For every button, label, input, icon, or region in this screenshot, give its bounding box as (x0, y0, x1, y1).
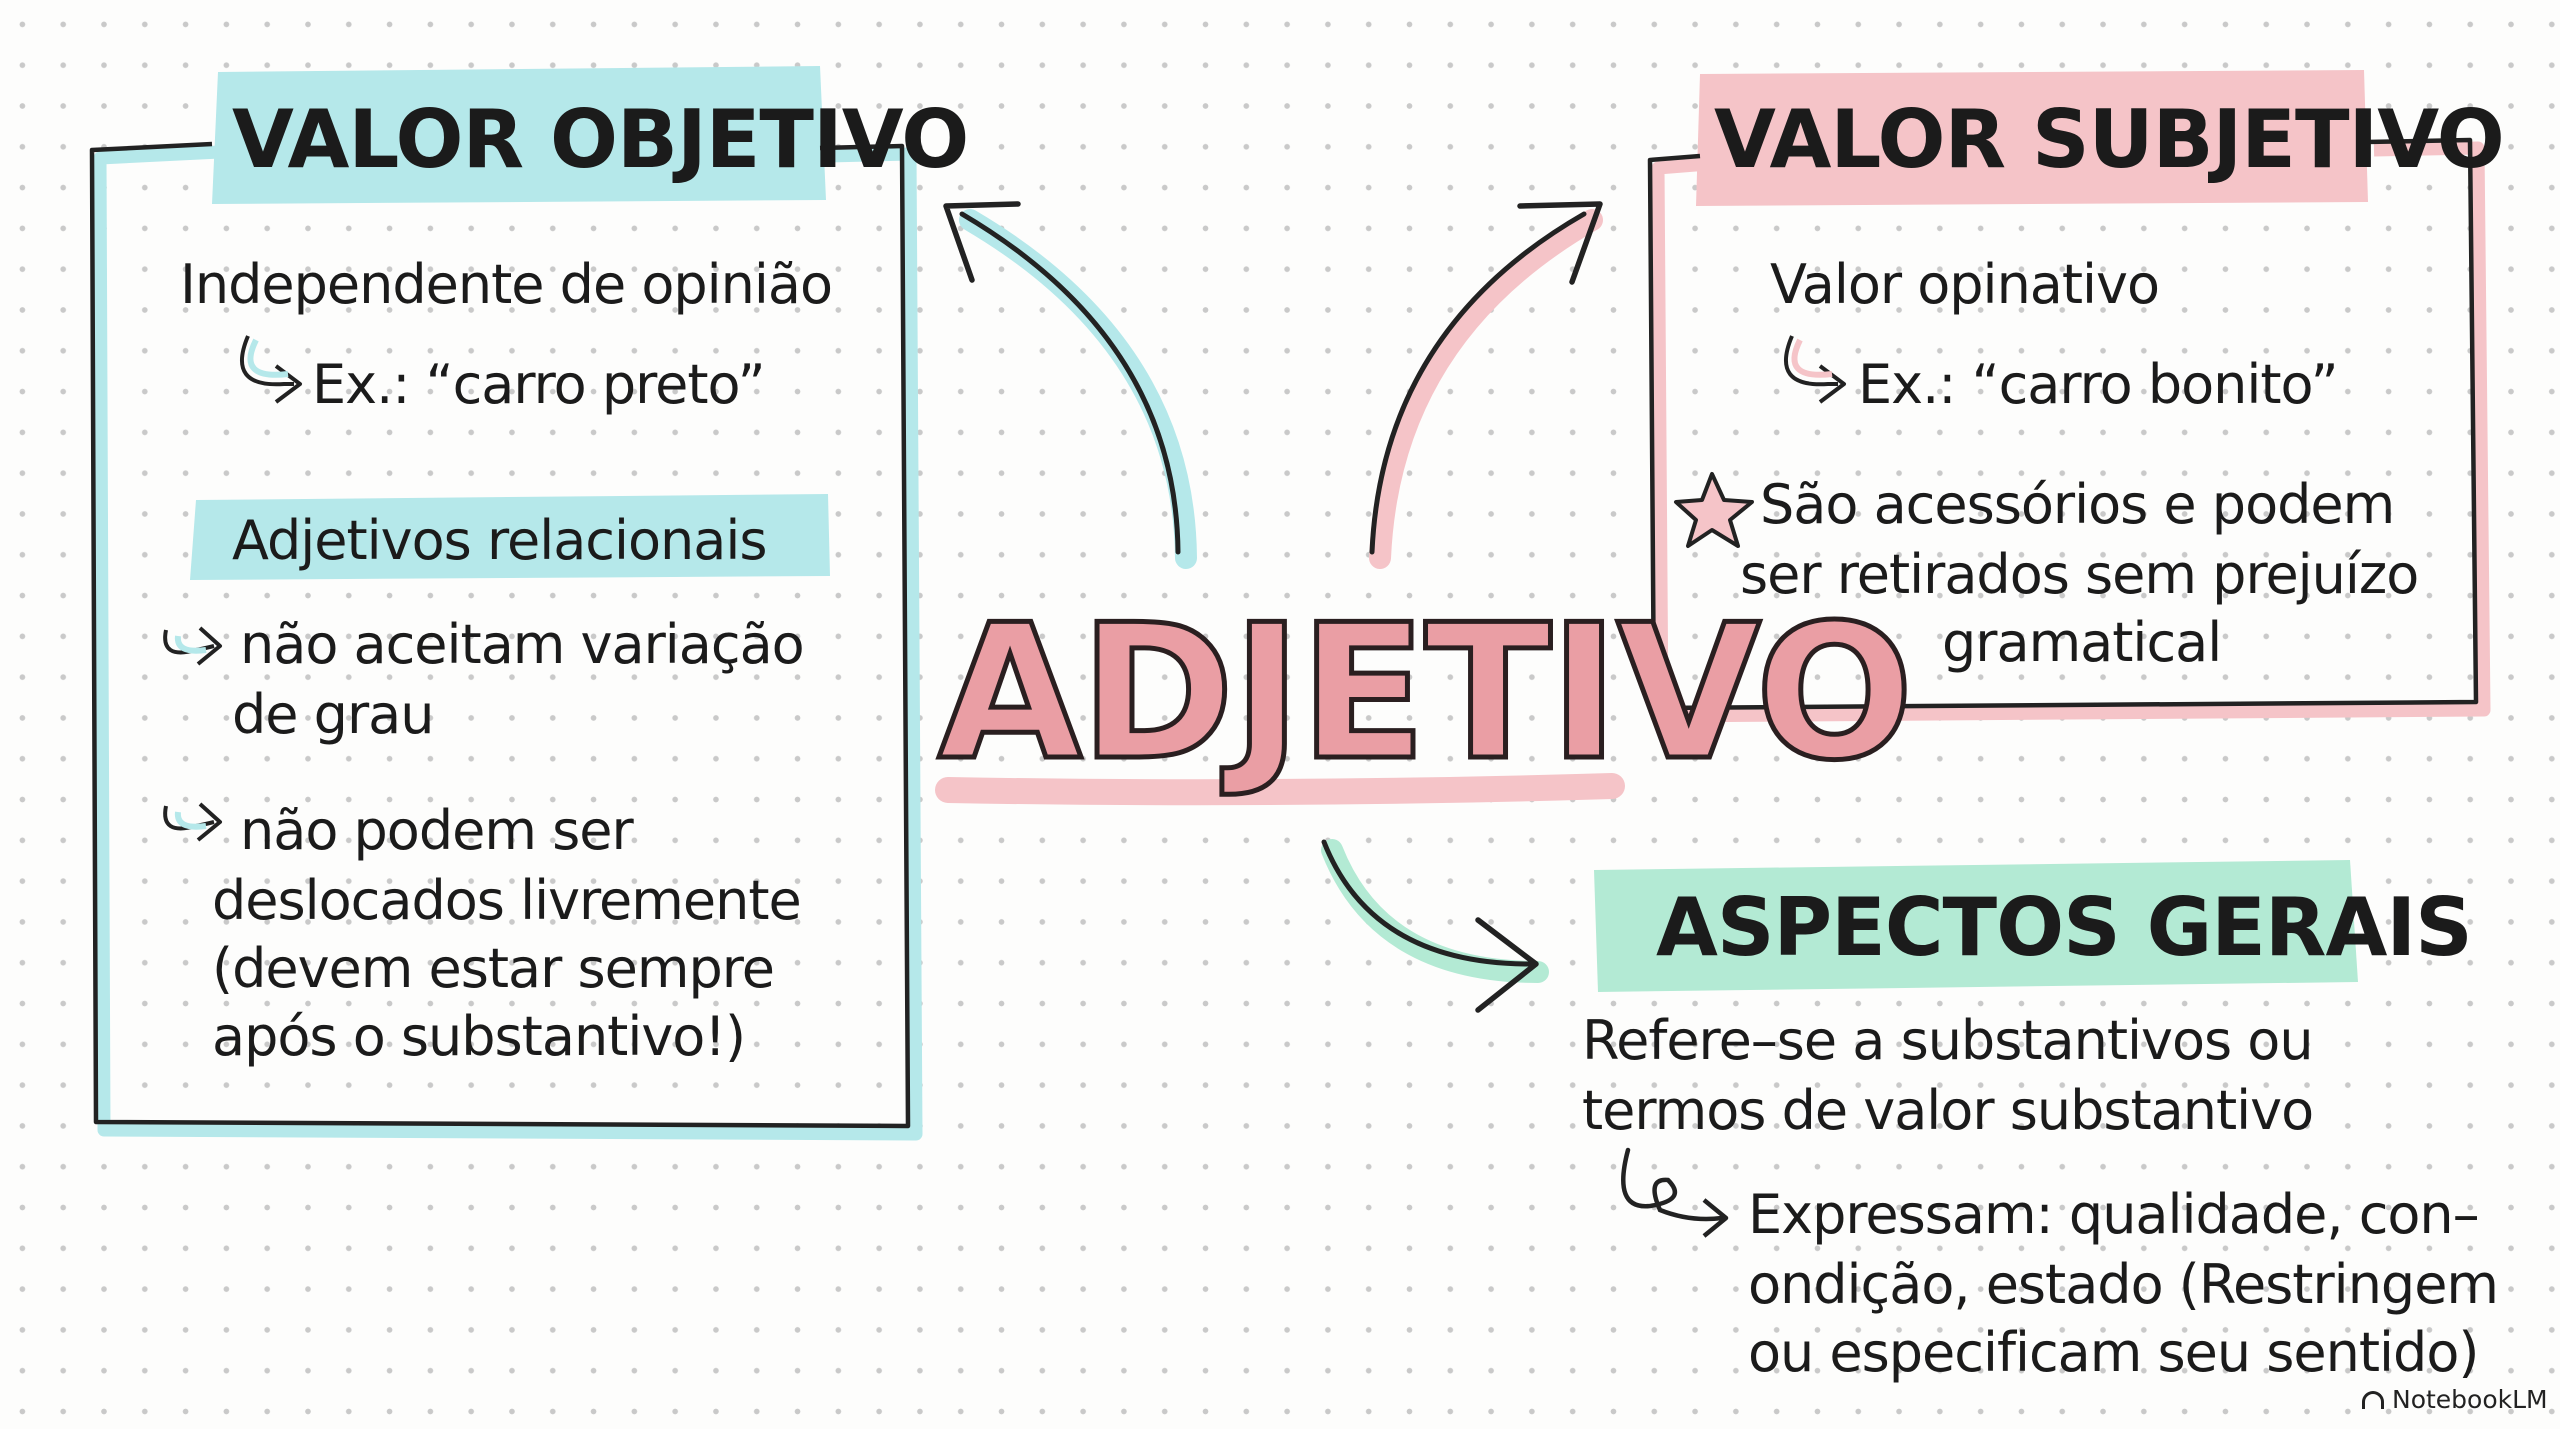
relacionais-point-1-line-1: não aceitam variação (240, 613, 805, 676)
valor-subjetivo-note-line-3: gramatical (1942, 611, 2222, 674)
relacionais-point-2-line-1: não podem ser (240, 799, 634, 862)
box-valor-objetivo (89, 141, 923, 1141)
watermark-text: NotebookLM (2392, 1385, 2548, 1414)
header-valor-objetivo: VALOR OBJETIVO (232, 93, 969, 186)
curved-arrow-icon (1784, 335, 1846, 404)
header-highlight-valor-objetivo (212, 66, 826, 204)
valor-subjetivo-example: Ex.: “carro bonito” (1858, 353, 2339, 416)
star-icon (1674, 472, 1754, 548)
notebooklm-logo-icon (2362, 1390, 2384, 1409)
main-title: ADJETIVO (936, 584, 1917, 801)
curved-arrow-icon (240, 335, 302, 404)
arrow-to-valor-subjetivo (1369, 201, 1603, 569)
valor-subjetivo-note-line-2: ser retirados sem prejuízo (1740, 543, 2419, 606)
arrow-to-aspectos-gerais (1321, 839, 1549, 1013)
arrow-to-valor-objetivo (943, 201, 1197, 569)
squiggle-arrow-icon (163, 626, 222, 666)
valor-objetivo-example: Ex.: “carro preto” (312, 353, 766, 416)
box-valor-subjetivo (1647, 137, 2491, 723)
relacionais-point-2-line-3: (devem estar sempre (212, 937, 775, 1000)
valor-objetivo-definition: Independente de opinião (180, 253, 833, 316)
notebooklm-watermark: NotebookLM (2362, 1385, 2548, 1414)
squiggle-arrow-icon (163, 802, 222, 842)
subheader-highlight-relacionais (190, 494, 830, 580)
header-highlight-aspectos-gerais (1594, 860, 2358, 992)
aspectos-gerais-line-2: termos de valor substantivo (1582, 1079, 2314, 1142)
valor-subjetivo-definition: Valor opinativo (1770, 253, 2160, 316)
loop-arrow-icon (1621, 1147, 1729, 1238)
aspectos-gerais-line-1: Refere–se a substantivos ou (1582, 1009, 2314, 1072)
aspectos-gerais-detail-line-3: ou especificam seu sentido) (1748, 1321, 2479, 1384)
valor-subjetivo-note-line-1: São acessórios e podem (1760, 473, 2395, 536)
subheader-adjetivos-relacionais: Adjetivos relacionais (232, 509, 767, 572)
relacionais-point-2-line-2: deslocados livremente (212, 869, 802, 932)
relacionais-point-2-line-4: após o substantivo!) (212, 1005, 746, 1068)
relacionais-point-1-line-2: de grau (232, 683, 434, 746)
aspectos-gerais-detail-line-1: Expressam: qualidade, con– (1748, 1183, 2480, 1246)
title-underline (935, 773, 1625, 806)
aspectos-gerais-detail-line-2: ondição, estado (Restringem (1748, 1253, 2499, 1316)
header-highlight-valor-subjetivo (1696, 70, 2368, 206)
header-valor-subjetivo: VALOR SUBJETIVO (1714, 93, 2505, 186)
header-aspectos-gerais: ASPECTOS GERAIS (1656, 881, 2473, 974)
